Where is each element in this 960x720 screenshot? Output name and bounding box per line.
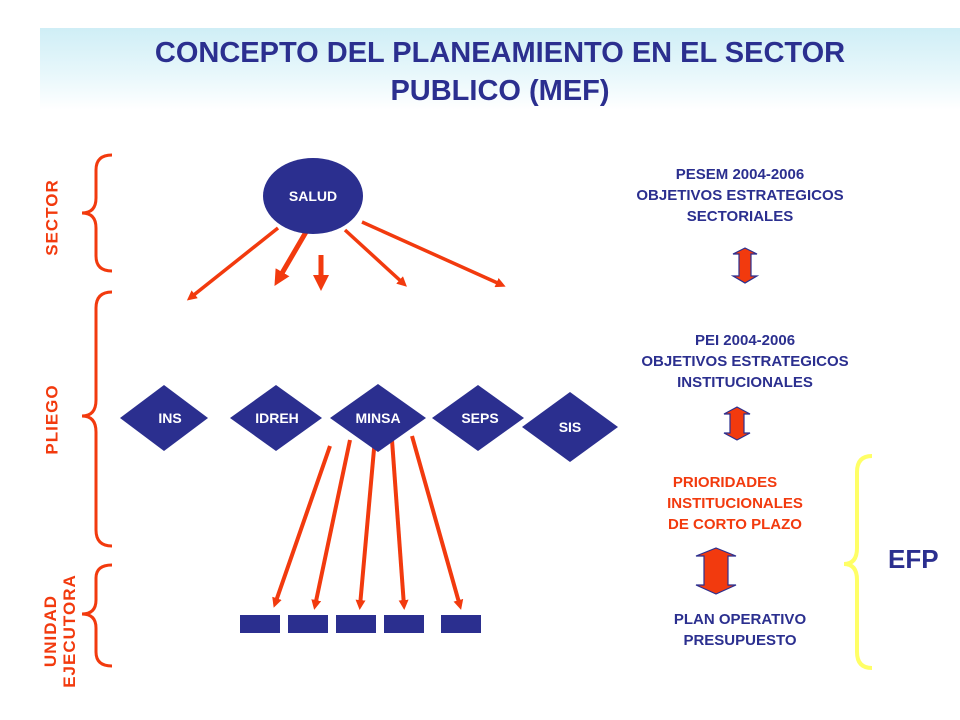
brace-efp	[843, 454, 873, 670]
arrow-minsa-ue2	[311, 439, 352, 610]
page-title: CONCEPTO DEL PLANEAMIENTO EN EL SECTOR P…	[40, 34, 960, 110]
unidad-box-4	[384, 615, 424, 633]
node-seps: SEPS	[432, 385, 524, 451]
pei-line-3: INSTITUCIONALES	[677, 374, 813, 391]
arrow-salud-idreh	[274, 230, 309, 287]
title-line-1: CONCEPTO DEL PLANEAMIENTO EN EL SECTOR	[154, 37, 846, 69]
pesem-text: PESEM 2004-2006 OBJETIVOS ESTRATEGICOS S…	[590, 164, 890, 227]
label-unidad-line2: EJECUTORA	[60, 574, 79, 688]
node-minsa-label: MINSA	[355, 410, 400, 426]
pei-text: PEI 2004-2006 OBJETIVOS ESTRATEGICOS INS…	[595, 330, 895, 393]
node-salud-label: SALUD	[289, 188, 337, 204]
prioridades-line-3: DE CORTO PLAZO	[668, 516, 802, 533]
efp-label: EFP	[888, 544, 939, 574]
node-ins: INS	[120, 385, 208, 451]
double-arrow-1	[730, 247, 760, 284]
plan-line-2: PRESUPUESTO	[683, 632, 797, 649]
node-ins-label: INS	[158, 410, 181, 426]
label-pliego: PLIEGO	[42, 384, 62, 455]
plan-text: PLAN OPERATIVO PRESUPUESTO	[610, 609, 870, 651]
brace-pliego	[81, 290, 113, 548]
arrow-salud-ins	[186, 226, 280, 301]
arrow-minsa-ue5	[410, 435, 464, 610]
prioridades-line-1: PRIORIDADES	[672, 474, 778, 491]
title-line-2: PUBLICO (MEF)	[390, 75, 610, 107]
node-sis: SIS	[522, 392, 618, 462]
pesem-line-2: OBJETIVOS ESTRATEGICOS	[636, 187, 844, 204]
node-salud: SALUD	[263, 158, 363, 234]
title-band	[40, 28, 960, 110]
label-sector: SECTOR	[42, 179, 62, 256]
prioridades-line-2: INSTITUCIONALES	[667, 495, 803, 512]
pesem-line-3: SECTORIALES	[686, 208, 794, 225]
node-minsa: MINSA	[330, 384, 426, 452]
label-unidad-line1: UNIDAD	[41, 594, 60, 668]
unidad-box-1	[240, 615, 280, 633]
pei-line-1: PEI 2004-2006	[694, 332, 796, 349]
double-arrow-3	[695, 547, 737, 595]
prioridades-text: PRIORIDADES INSTITUCIONALES DE CORTO PLA…	[590, 472, 880, 535]
arrow-salud-sis	[361, 220, 506, 288]
arrow-minsa-ue1	[272, 445, 332, 608]
pei-line-2: OBJETIVOS ESTRATEGICOS	[641, 353, 849, 370]
double-arrow-2	[723, 406, 751, 441]
pesem-line-1: PESEM 2004-2006	[675, 166, 805, 183]
arrow-salud-seps	[343, 228, 407, 287]
plan-line-1: PLAN OPERATIVO	[673, 611, 807, 628]
arrow-minsa-ue4	[390, 439, 409, 610]
unidad-box-2	[288, 615, 328, 633]
node-idreh-label: IDREH	[255, 410, 299, 426]
arrow-minsa-ue3	[355, 437, 377, 610]
unidad-box-5	[441, 615, 481, 633]
brace-unidad	[81, 563, 113, 668]
unidad-box-3	[336, 615, 376, 633]
brace-sector	[81, 153, 113, 273]
node-idreh: IDREH	[230, 385, 322, 451]
node-sis-label: SIS	[559, 419, 582, 435]
node-seps-label: SEPS	[461, 410, 498, 426]
label-unidad-ejecutora: UNIDAD EJECUTORA	[41, 571, 79, 691]
